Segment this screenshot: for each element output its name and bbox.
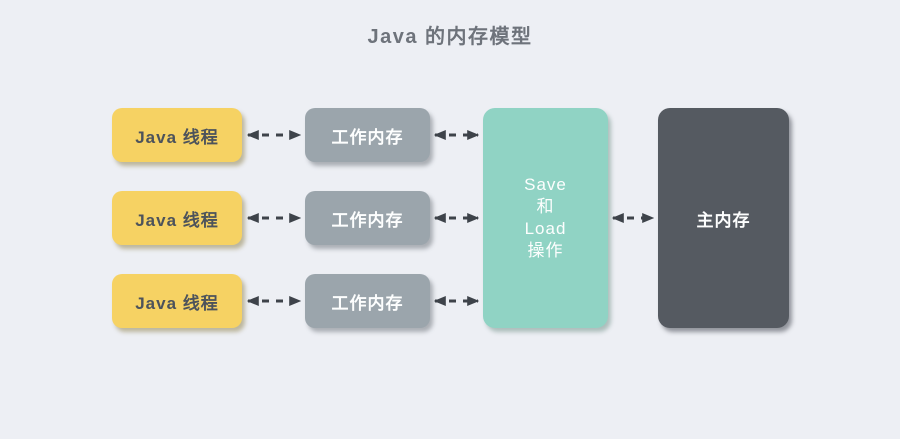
diagram-title: Java 的内存模型 [367,26,533,48]
java-thread-label: Java 线程 [135,293,219,313]
save-load-box: Save 和 Load 操作 [483,108,608,328]
java-thread-label: Java 线程 [135,210,219,230]
java-thread-box-1: Java 线程 [112,108,242,162]
working-memory-box-3: 工作内存 [305,274,430,328]
working-memory-label: 工作内存 [331,210,404,230]
main-memory-box: 主内存 [658,108,789,328]
working-memory-label: 工作内存 [331,127,404,147]
java-thread-label: Java 线程 [135,127,219,147]
working-memory-box-1: 工作内存 [305,108,430,162]
working-memory-label: 工作内存 [331,293,404,313]
java-thread-box-2: Java 线程 [112,191,242,245]
working-memory-box-2: 工作内存 [305,191,430,245]
java-thread-box-3: Java 线程 [112,274,242,328]
main-memory-label: 主内存 [696,210,751,230]
save-load-label: Save 和 Load 操作 [524,175,567,260]
